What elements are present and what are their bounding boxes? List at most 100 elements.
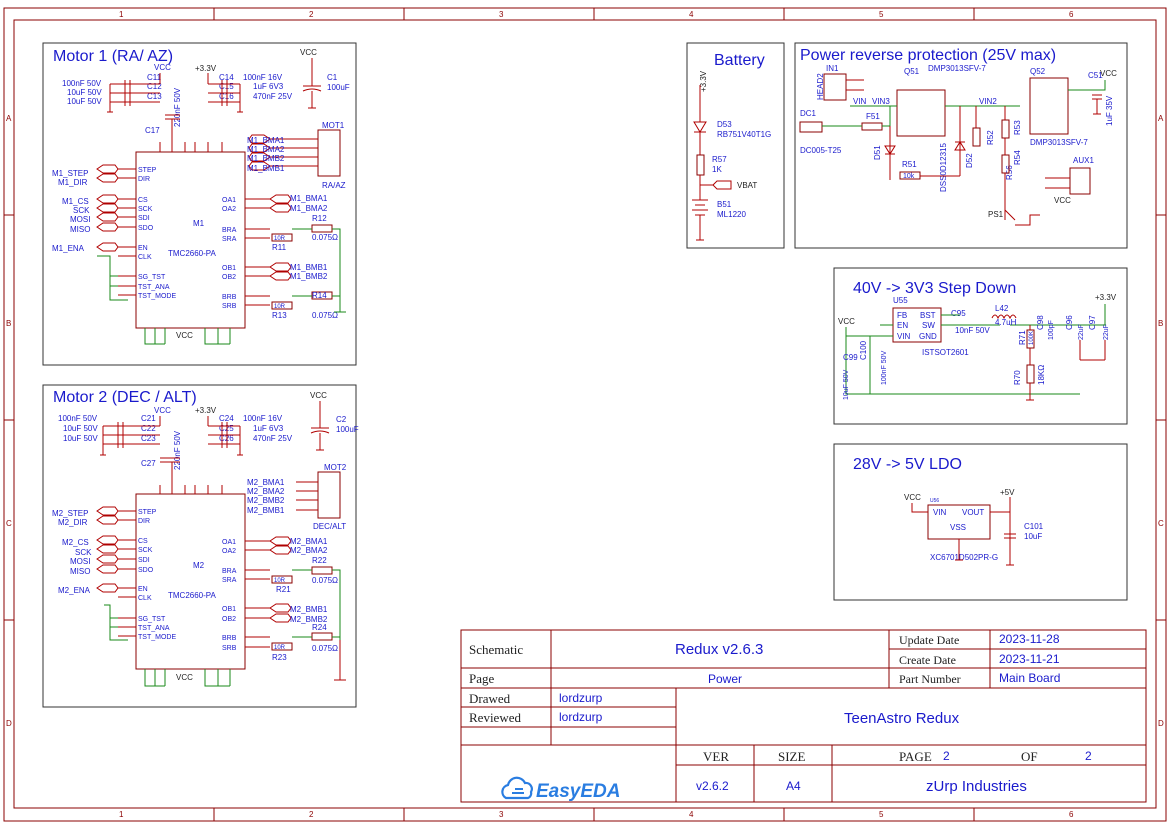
drawed-label: Drawed	[469, 691, 511, 706]
res-ref: R23	[272, 653, 287, 662]
cap-ref: C98	[1036, 315, 1045, 330]
net-label: M2_BMA2	[290, 546, 328, 555]
pin-label: SRA	[222, 236, 237, 243]
cap-value: 100nF 16V	[243, 414, 283, 423]
diode-ref: D52	[965, 153, 974, 168]
col-num-bottom: 1	[119, 810, 124, 819]
stepdown-title: 40V -> 3V3 Step Down	[853, 280, 1016, 297]
mosfet-q51	[896, 89, 946, 137]
page-num-value: 2	[943, 749, 950, 763]
net-label: M2_CS	[62, 538, 89, 547]
cap-value: 22uF	[1078, 324, 1085, 340]
pin-label: CS	[138, 538, 148, 545]
col-num-top: 2	[309, 10, 314, 19]
col-num-top: 6	[1069, 10, 1074, 19]
pin-label: GND	[919, 332, 937, 341]
motor-connector	[317, 471, 341, 519]
net-label: SCK	[75, 548, 92, 557]
tmc2660-ic-m2	[135, 493, 246, 670]
fuse-ref: F51	[866, 112, 880, 121]
net-label: M2_BMB1	[247, 506, 285, 515]
pin-label: EN	[138, 586, 148, 593]
resistor	[271, 575, 293, 584]
cap-ref: C100	[859, 340, 868, 360]
net-label: VIN2	[979, 97, 997, 106]
res-value: 100K	[1029, 331, 1035, 345]
res-ref: R52	[986, 130, 995, 145]
connector-part: HEAD2	[816, 73, 825, 100]
net-label: M1_BMB1	[247, 164, 285, 173]
net-label: MISO	[70, 225, 90, 234]
net-label: M1_ENA	[52, 244, 85, 253]
cap-ref: C24	[219, 414, 234, 423]
cap-value: 1uF 35V	[1105, 95, 1114, 126]
cap-ref: C101	[1024, 522, 1044, 531]
net-label: M2_BMA2	[247, 487, 285, 496]
net-label: VIN3	[872, 97, 890, 106]
row-letter: D	[6, 719, 12, 728]
net-label: M2_BMA1	[290, 537, 328, 546]
res-value: 10R	[274, 304, 286, 310]
vcc-label: VCC	[838, 317, 855, 326]
pin-label: BRA	[222, 568, 237, 575]
pin-label: OA1	[222, 197, 236, 204]
part-number-label: Part Number	[899, 672, 961, 686]
vcc-label: VCC	[1054, 196, 1071, 205]
motor-connector	[317, 129, 341, 177]
net-label: MISO	[70, 567, 90, 576]
connector-ref: DC1	[800, 109, 817, 118]
stepdown-block: 40V -> 3V3 Step Down U55 FB EN VIN BST S…	[833, 267, 1128, 425]
net-label: M1_BMA1	[247, 136, 285, 145]
pin-label: DIR	[138, 518, 150, 525]
reviewed-value: lordzurp	[559, 710, 603, 724]
ic-part: ISTSOT2601	[922, 348, 969, 357]
ldo-title: 28V -> 5V LDO	[853, 456, 962, 473]
pin-label: VIN	[933, 508, 947, 517]
cap-value: 10uF 50V	[67, 97, 102, 106]
vcc-label: VCC	[176, 673, 193, 682]
row-letter: D	[1158, 719, 1164, 728]
res-value: 0.075Ω	[312, 576, 338, 585]
net-label: M1_BMB2	[290, 272, 328, 281]
cap-ref: C23	[141, 434, 156, 443]
pin-label: CS	[138, 197, 148, 204]
pin-label: STEP	[138, 167, 157, 174]
col-num-bottom: 3	[499, 810, 504, 819]
page-num-label: PAGE	[899, 749, 932, 764]
pin-label: BRB	[222, 635, 237, 642]
pin-label: SCK	[138, 206, 153, 213]
cap-ref: C51	[1088, 71, 1103, 80]
part-number-value: Main Board	[999, 671, 1060, 685]
cap-ref: C1	[327, 73, 338, 82]
v5-label: +5V	[1000, 488, 1015, 497]
logo-text: EasyEDA	[536, 781, 621, 802]
net-label: M2_BMB1	[290, 605, 328, 614]
res-ref: R53	[1013, 120, 1022, 135]
drawed-value: lordzurp	[559, 691, 603, 705]
size-value: A4	[786, 779, 801, 793]
pin-label: SDO	[138, 225, 154, 232]
res-ref: R24	[312, 623, 327, 632]
net-label: M2_STEP	[52, 509, 88, 518]
net-label: M2_BMB2	[247, 496, 285, 505]
pin-label: TST_ANA	[138, 284, 170, 291]
title-block: Schematic Redux v2.6.3 Update Date 2023-…	[460, 629, 1147, 803]
row-markers: A B C D A B C D	[4, 114, 1166, 728]
net-label: M2_BMA1	[247, 478, 285, 487]
inner-frame	[13, 19, 1157, 809]
pin-label: OA1	[222, 539, 236, 546]
motor1-block: Motor 1 (RA/ AZ) 100nF 50V 10uF 50V 10uF…	[42, 42, 357, 366]
net-label: M1_BMA2	[247, 145, 285, 154]
diode-part: DSS0D12315	[939, 143, 948, 192]
mosfet-ref: Q52	[1030, 67, 1046, 76]
cap-ref: C96	[1065, 315, 1074, 330]
tmc2660-ic-m1	[135, 151, 246, 329]
ic-part: TMC2660-PA	[168, 591, 217, 600]
fuse	[861, 122, 883, 131]
mosfet-part: DMP3013SFV-7	[928, 64, 986, 73]
net-label: VBAT	[737, 181, 757, 190]
cap-value: 10uF 50V	[67, 88, 102, 97]
resistor	[311, 632, 333, 641]
pin-label: EN	[138, 245, 148, 252]
